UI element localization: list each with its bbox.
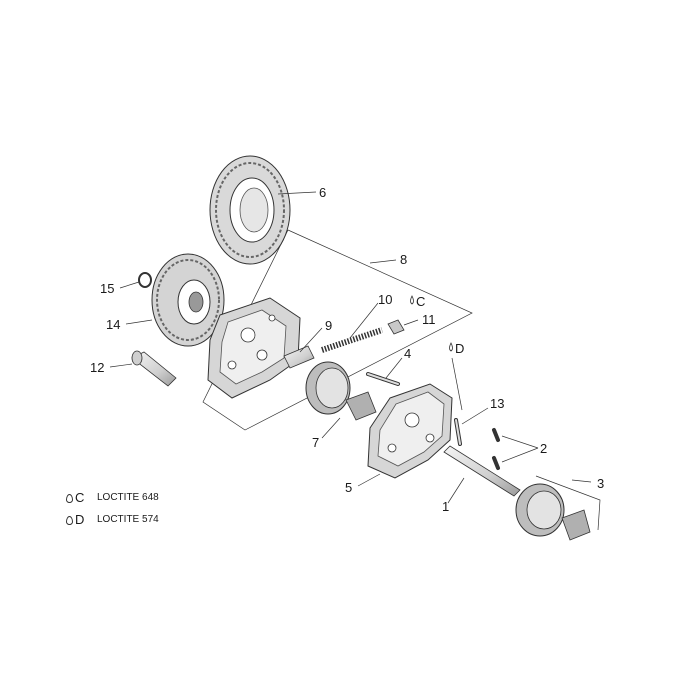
callout-2: 2: [540, 441, 547, 456]
legend-label: LOCTITE 574: [97, 514, 159, 525]
callout-5: 5: [345, 480, 352, 495]
callout-11: 11: [422, 312, 436, 327]
legend-label: LOCTITE 648: [97, 492, 159, 503]
callout-13: 13: [490, 396, 504, 411]
legend-row-c: C LOCTITE 648: [66, 490, 159, 505]
pump-cover-part-5: [367, 383, 453, 479]
leader-lines: [109, 191, 592, 504]
callout-4: 4: [404, 346, 411, 361]
drop-icon: [66, 494, 73, 503]
callout-12: 12: [90, 360, 104, 375]
callout-15: 15: [100, 281, 114, 296]
callout-8: 8: [400, 252, 407, 267]
circlip-part-15: [138, 272, 152, 288]
spring-part-10: [321, 327, 383, 353]
rotor-set-part-3: [515, 475, 601, 541]
callout-10: 10: [378, 292, 392, 307]
callout-3: 3: [597, 476, 604, 491]
legend-row-d: D LOCTITE 574: [66, 512, 159, 527]
callout-1: 1: [442, 499, 449, 514]
pin-part-4: [366, 372, 400, 386]
pin-part-13: [454, 418, 462, 446]
valve-piston-part-9: [283, 345, 315, 369]
callout-7: 7: [312, 435, 319, 450]
loctite-drop-icon-d: [449, 342, 453, 352]
legend-code: C: [75, 490, 85, 505]
loctite-drop-icon-c: [410, 295, 414, 305]
callout-14: 14: [106, 317, 120, 332]
shaft-part-1: [443, 445, 521, 497]
bolt-part-12: [131, 350, 177, 387]
pins-part-2: [492, 428, 500, 470]
legend-code: D: [75, 512, 85, 527]
pump-housing-left: [207, 297, 301, 399]
callout-c: C: [416, 294, 425, 309]
callout-d: D: [455, 341, 464, 356]
rotor-set-part-7: [305, 361, 377, 421]
large-gear-part-6: [209, 155, 291, 265]
drop-icon: [66, 516, 73, 525]
plug-part-11: [387, 319, 405, 335]
callout-9: 9: [325, 318, 332, 333]
callout-6: 6: [319, 185, 326, 200]
gear-part-14: [151, 253, 225, 347]
